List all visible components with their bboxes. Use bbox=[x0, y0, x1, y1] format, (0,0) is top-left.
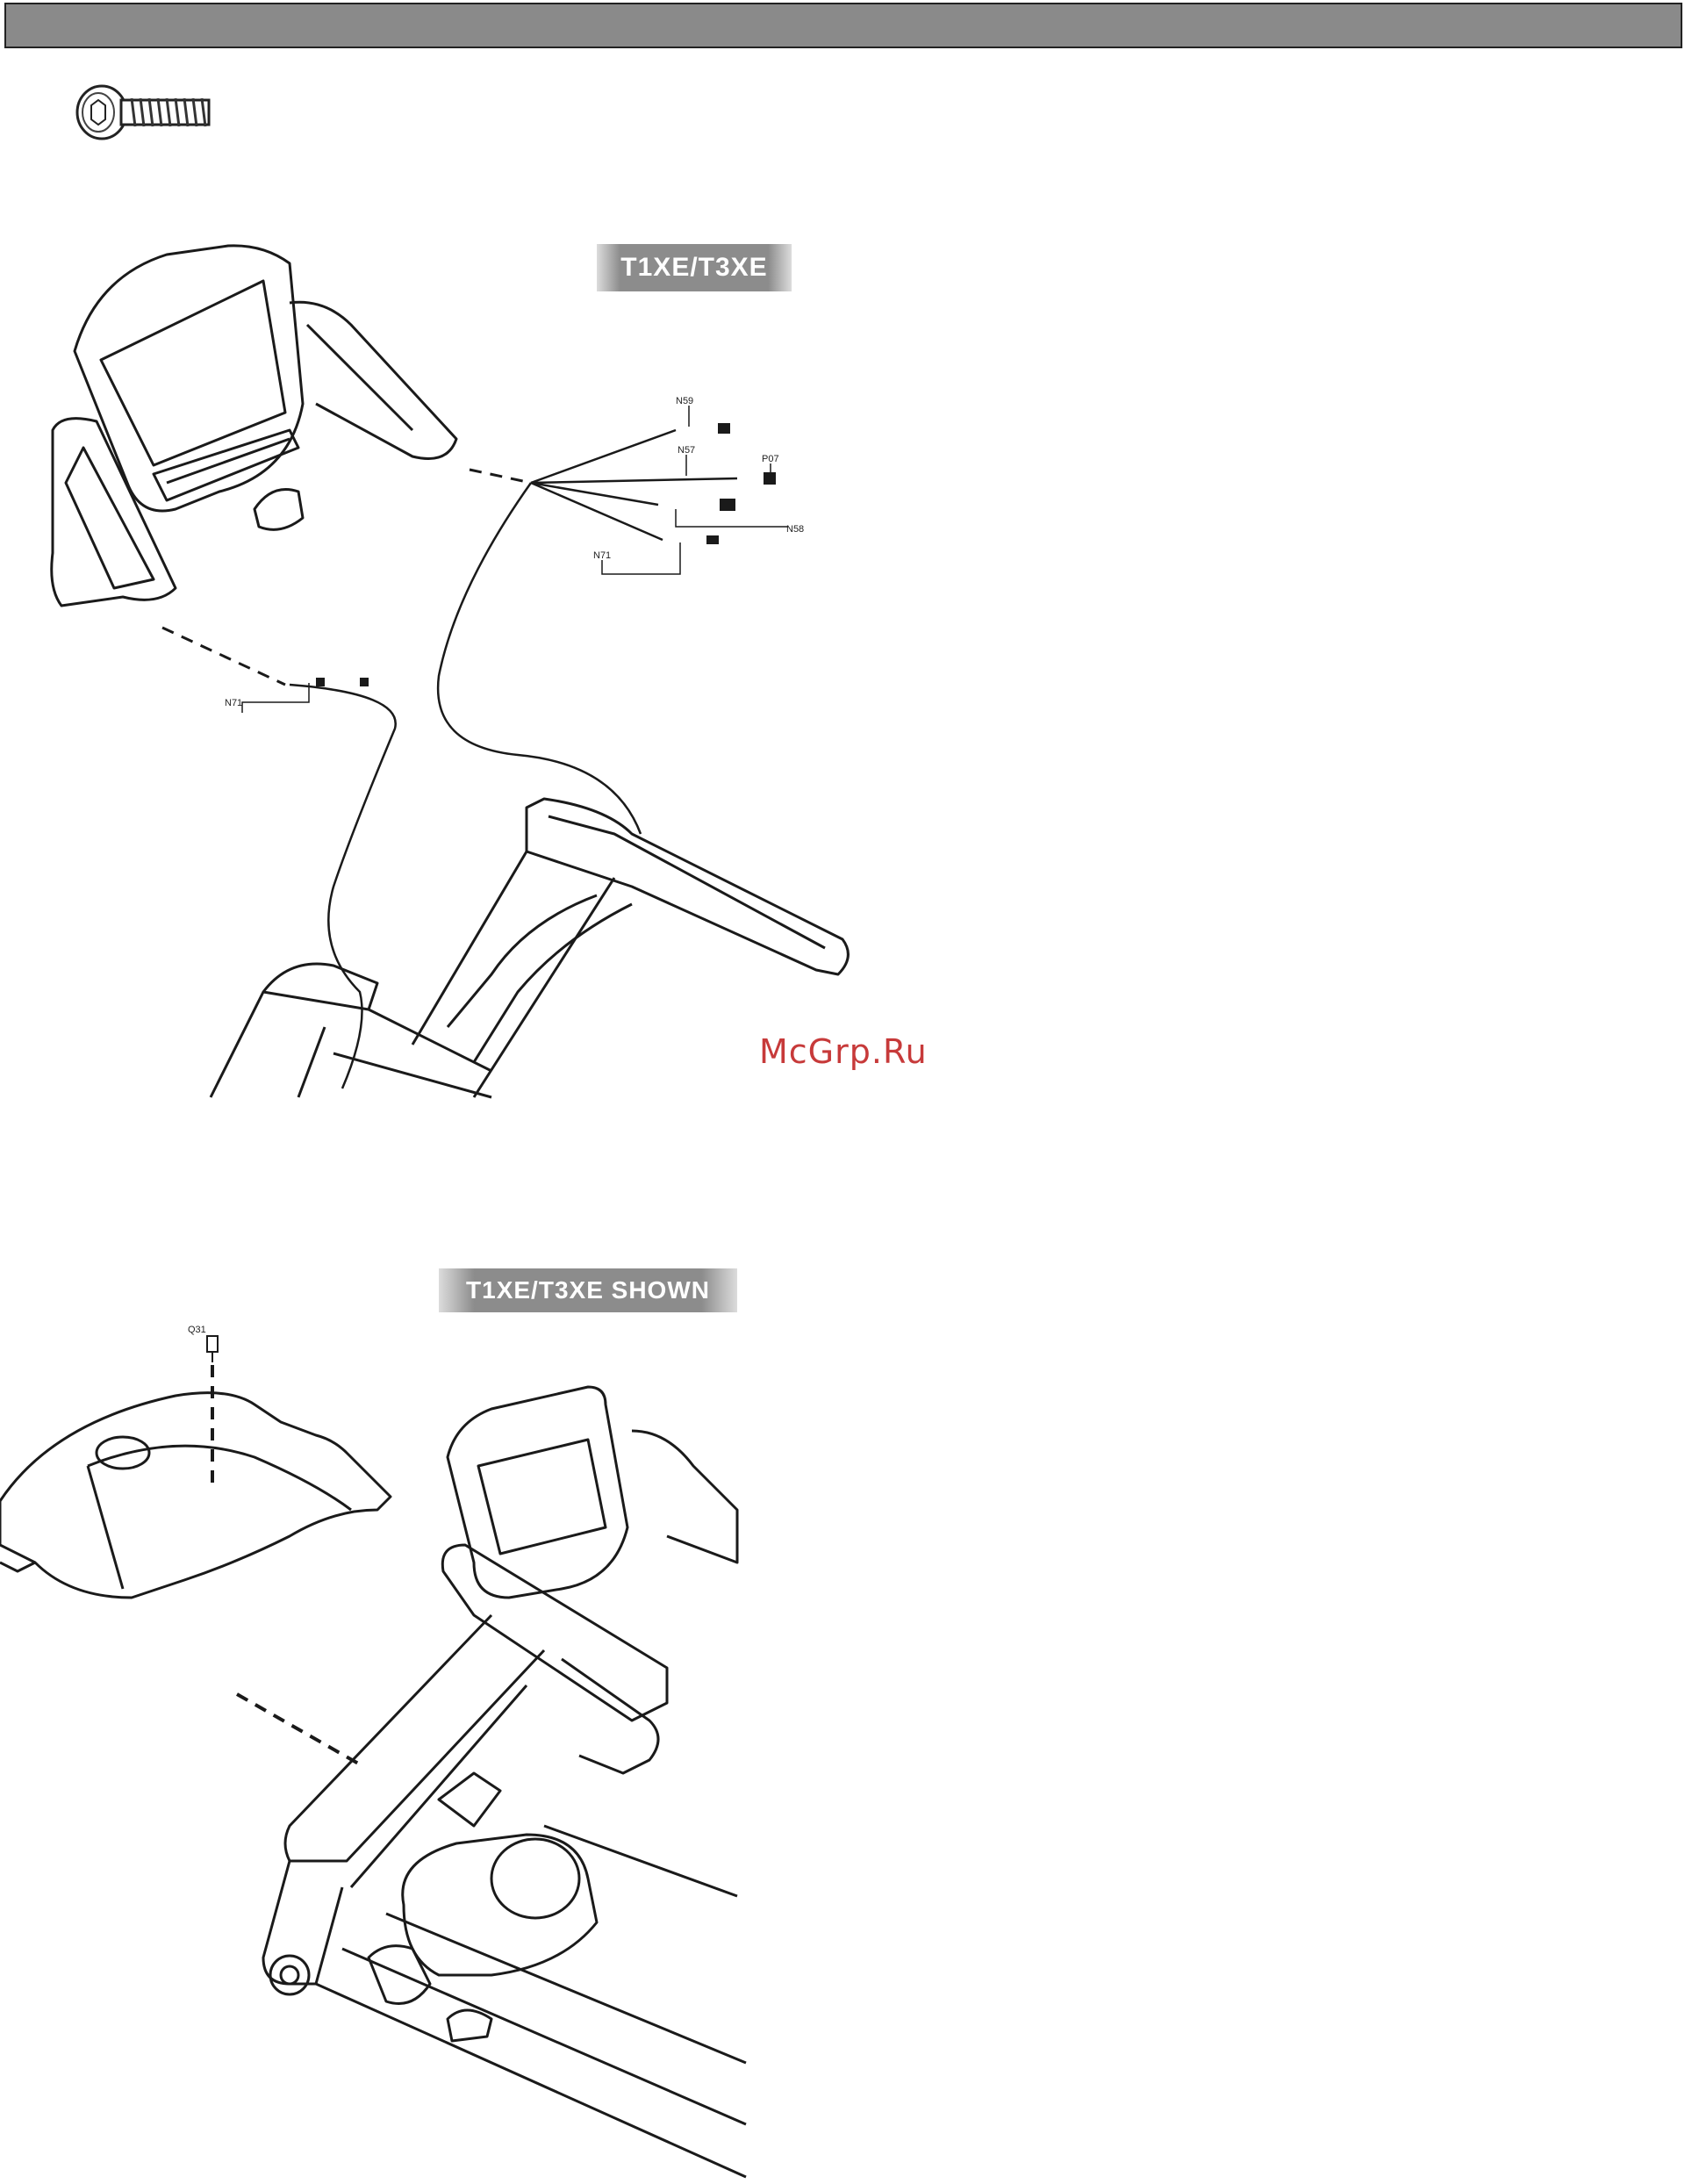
part-label-n71-upper: N71 bbox=[593, 550, 611, 561]
figure2-hood-diagram: Q31 bbox=[0, 1246, 755, 2184]
part-label-p07: P07 bbox=[762, 454, 779, 464]
bolt-icon bbox=[70, 81, 219, 142]
part-label-n58: N58 bbox=[786, 524, 804, 535]
watermark: McGrp.Ru bbox=[759, 1032, 928, 1071]
part-label-n57: N57 bbox=[678, 445, 695, 456]
figure1-console-diagram: N59 N57 P07 N58 N71 N71 bbox=[0, 219, 878, 1097]
header-bar bbox=[4, 3, 1682, 48]
part-label-n59: N59 bbox=[676, 396, 693, 406]
part-label-q31: Q31 bbox=[188, 1325, 206, 1335]
part-label-n71-lower: N71 bbox=[225, 698, 242, 708]
